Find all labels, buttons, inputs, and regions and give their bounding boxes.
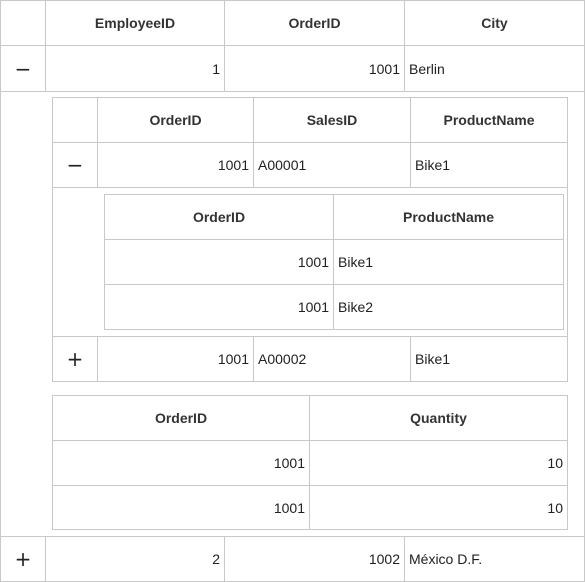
column-header-orderid[interactable]: OrderID <box>154 410 208 426</box>
header-divider <box>104 239 564 240</box>
header-divider <box>0 45 585 46</box>
column-header-orderid[interactable]: OrderID <box>149 112 202 128</box>
cell-orderid[interactable]: 1001 <box>297 299 329 315</box>
expand-row-button[interactable]: + <box>1 537 45 581</box>
plus-icon: + <box>14 547 32 571</box>
cell-employeeid[interactable]: 2 <box>212 551 220 567</box>
column-divider <box>404 0 405 91</box>
collapse-row-button[interactable]: − <box>53 143 97 187</box>
row-divider <box>52 485 568 486</box>
column-header-orderid[interactable]: OrderID <box>192 209 246 225</box>
column-divider <box>253 97 254 188</box>
expand-row-button[interactable]: + <box>53 337 97 381</box>
column-header-quantity[interactable]: Quantity <box>410 410 467 426</box>
column-header-city[interactable]: City <box>481 15 508 31</box>
column-divider <box>309 395 310 530</box>
row-divider <box>52 187 568 188</box>
minus-icon: − <box>66 153 84 177</box>
column-header-productname[interactable]: ProductName <box>443 112 535 128</box>
cell-city[interactable]: Berlin <box>409 60 445 77</box>
column-divider <box>253 336 254 382</box>
cell-orderid[interactable]: 1001 <box>368 60 400 77</box>
cell-productname[interactable]: Bike1 <box>415 351 451 367</box>
column-divider <box>410 336 411 382</box>
row-divider <box>104 284 564 285</box>
cell-productname[interactable]: Bike1 <box>338 254 374 270</box>
detail-grid-border <box>52 97 568 382</box>
header-divider <box>52 142 568 143</box>
column-header-orderid[interactable]: OrderID <box>288 15 341 31</box>
detail-grid-border <box>104 194 564 330</box>
cell-orderid[interactable]: 1001 <box>273 499 305 516</box>
column-divider <box>224 536 225 582</box>
cell-salesid[interactable]: A00002 <box>258 351 307 367</box>
column-divider <box>97 336 98 382</box>
plus-icon: + <box>66 347 84 371</box>
cell-quantity[interactable]: 10 <box>547 499 563 516</box>
minus-icon: − <box>14 56 32 81</box>
detail-grid-border <box>52 395 568 530</box>
cell-orderid[interactable]: 1001 <box>217 157 249 173</box>
cell-productname[interactable]: Bike2 <box>338 299 374 315</box>
column-divider <box>410 97 411 188</box>
column-divider <box>333 194 334 330</box>
column-divider <box>224 0 225 91</box>
column-divider <box>404 536 405 582</box>
row-divider <box>0 536 585 537</box>
cell-orderid[interactable]: 1002 <box>368 551 400 567</box>
cell-productname[interactable]: Bike1 <box>415 157 451 173</box>
cell-salesid[interactable]: A00001 <box>258 157 307 173</box>
row-divider <box>52 336 568 337</box>
cell-quantity[interactable]: 10 <box>547 455 563 471</box>
cell-employeeid[interactable]: 1 <box>212 60 220 77</box>
header-divider <box>52 440 568 441</box>
cell-orderid[interactable]: 1001 <box>217 351 249 367</box>
column-header-employeeid[interactable]: EmployeeID <box>94 15 176 31</box>
cell-orderid[interactable]: 1001 <box>297 254 329 270</box>
column-header-productname[interactable]: ProductName <box>402 209 495 225</box>
row-divider <box>0 91 585 92</box>
column-divider <box>45 536 46 582</box>
collapse-row-button[interactable]: − <box>1 46 45 91</box>
cell-city[interactable]: México D.F. <box>409 551 483 567</box>
cell-orderid[interactable]: 1001 <box>273 455 305 471</box>
column-divider <box>97 97 98 188</box>
column-divider <box>45 0 46 91</box>
column-header-salesid[interactable]: SalesID <box>306 112 358 128</box>
